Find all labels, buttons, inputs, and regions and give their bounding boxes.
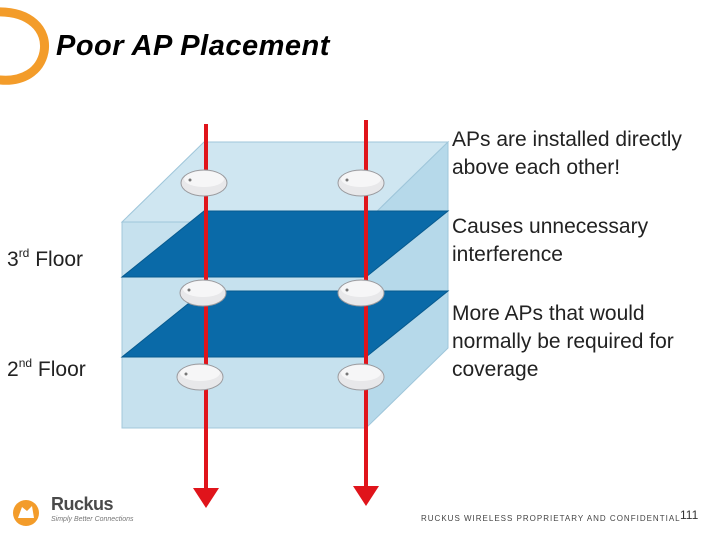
footer-confidential: RUCKUS WIRELESS PROPRIETARY AND CONFIDEN… bbox=[421, 514, 681, 523]
ap-top-right bbox=[337, 169, 385, 197]
ruckus-logo: Ruckus Simply Better Connections bbox=[8, 494, 133, 530]
ap-middle-right bbox=[337, 279, 385, 307]
bullet-item: More APs that would normally be required… bbox=[452, 302, 674, 381]
ap-bottom-right bbox=[337, 363, 385, 391]
bullet-item: APs are installed directly above each ot… bbox=[452, 128, 682, 179]
floor-label-3rd: 3rd Floor bbox=[7, 246, 84, 271]
orange-arc-decoration bbox=[0, 7, 50, 85]
logo-wordmark: Ruckus bbox=[51, 494, 114, 514]
ap-top-left bbox=[180, 169, 228, 197]
ruckus-dog-icon bbox=[13, 500, 39, 526]
page-number: 111 bbox=[680, 508, 699, 522]
ap-bottom-left bbox=[176, 363, 224, 391]
bullet-item: Causes unnecessary interference bbox=[452, 215, 649, 266]
logo-tagline: Simply Better Connections bbox=[51, 516, 134, 523]
arrow-down-right bbox=[353, 486, 379, 506]
floor-label-2nd: 2nd Floor bbox=[7, 356, 86, 381]
ap-middle-left bbox=[179, 279, 227, 307]
page-title: Poor AP Placement bbox=[56, 30, 330, 62]
